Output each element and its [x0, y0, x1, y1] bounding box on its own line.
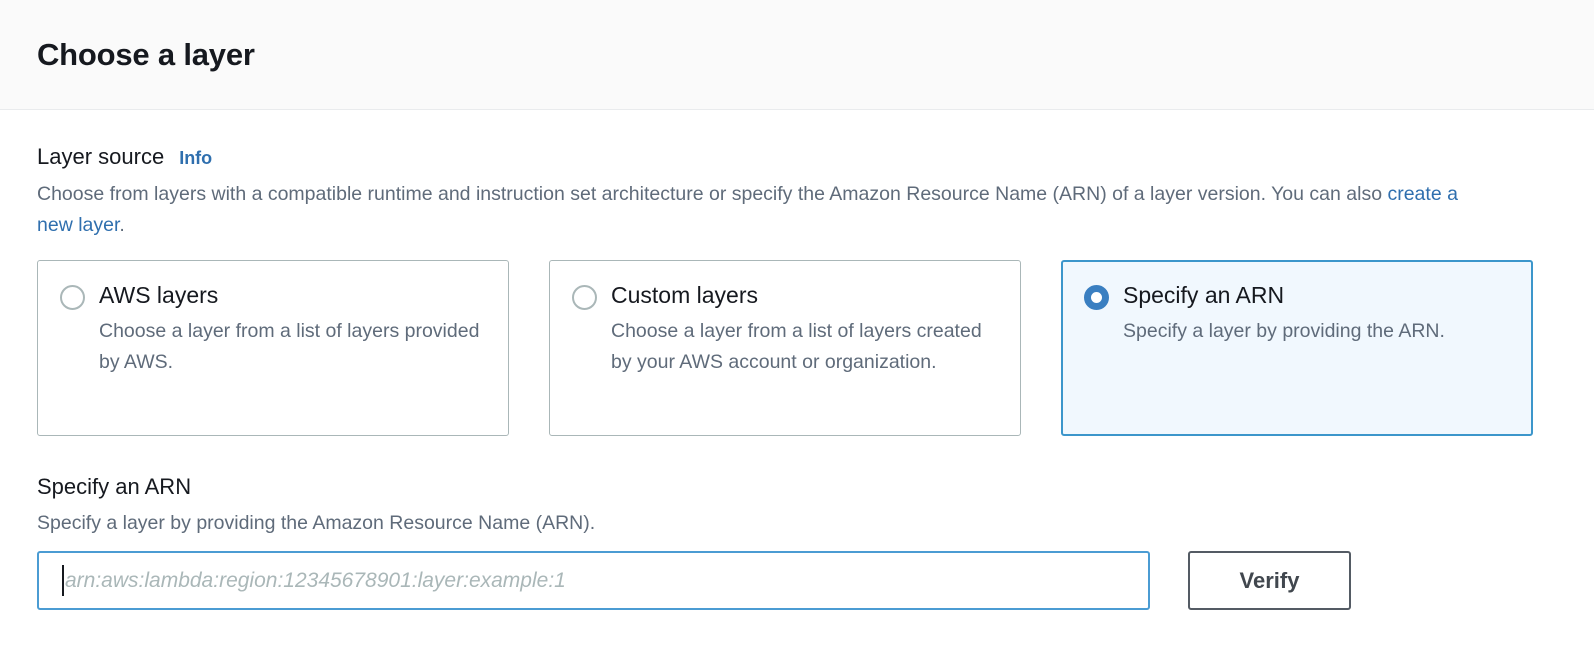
arn-section-description: Specify a layer by providing the Amazon …	[37, 512, 596, 534]
radio-icon-specify-an-arn[interactable]	[1084, 285, 1109, 310]
layer-source-option-description: Specify a layer by providing the ARN.	[1123, 320, 1445, 342]
arn-input-row: Verify	[37, 551, 1557, 610]
dialog-header: Choose a layer	[0, 0, 1594, 110]
layer-source-description: Choose from layers with a compatible run…	[37, 179, 1487, 241]
layer-source-option-aws-layers[interactable]: AWS layers Choose a layer from a list of…	[37, 260, 509, 436]
arn-section: Specify an ARN Specify a layer by provid…	[37, 474, 1557, 610]
arn-section-heading: Specify an ARN	[37, 474, 192, 499]
layer-source-description-text-1: Choose from layers with a compatible run…	[37, 183, 1388, 205]
page-title: Choose a layer	[37, 36, 255, 72]
create-a-new-layer-link[interactable]: create a new layer	[37, 183, 1458, 236]
layer-source-option-description: Choose a layer from a list of layers cre…	[611, 320, 982, 373]
radio-icon-aws-layers[interactable]	[60, 285, 85, 310]
dialog-body: Layer source Info Choose from layers wit…	[0, 110, 1594, 610]
info-link[interactable]: Info	[179, 148, 213, 168]
layer-source-label-row: Layer source Info	[37, 144, 1557, 170]
layer-source-option-title: Custom layers	[611, 282, 758, 308]
layer-source-option-description: Choose a layer from a list of layers pro…	[99, 320, 480, 373]
layer-source-option-specify-an-arn[interactable]: Specify an ARN Specify a layer by provid…	[1061, 260, 1533, 436]
arn-input[interactable]	[37, 551, 1150, 610]
layer-source-option-title: Specify an ARN	[1123, 282, 1285, 308]
verify-button[interactable]: Verify	[1188, 551, 1351, 610]
radio-icon-custom-layers[interactable]	[572, 285, 597, 310]
layer-source-options: AWS layers Choose a layer from a list of…	[37, 260, 1557, 436]
layer-source-option-title: AWS layers	[99, 282, 219, 308]
layer-source-option-custom-layers[interactable]: Custom layers Choose a layer from a list…	[549, 260, 1021, 436]
layer-source-label: Layer source	[37, 144, 165, 169]
layer-source-description-text-2: .	[119, 214, 125, 236]
arn-input-wrapper	[37, 551, 1150, 610]
text-caret	[62, 565, 64, 596]
